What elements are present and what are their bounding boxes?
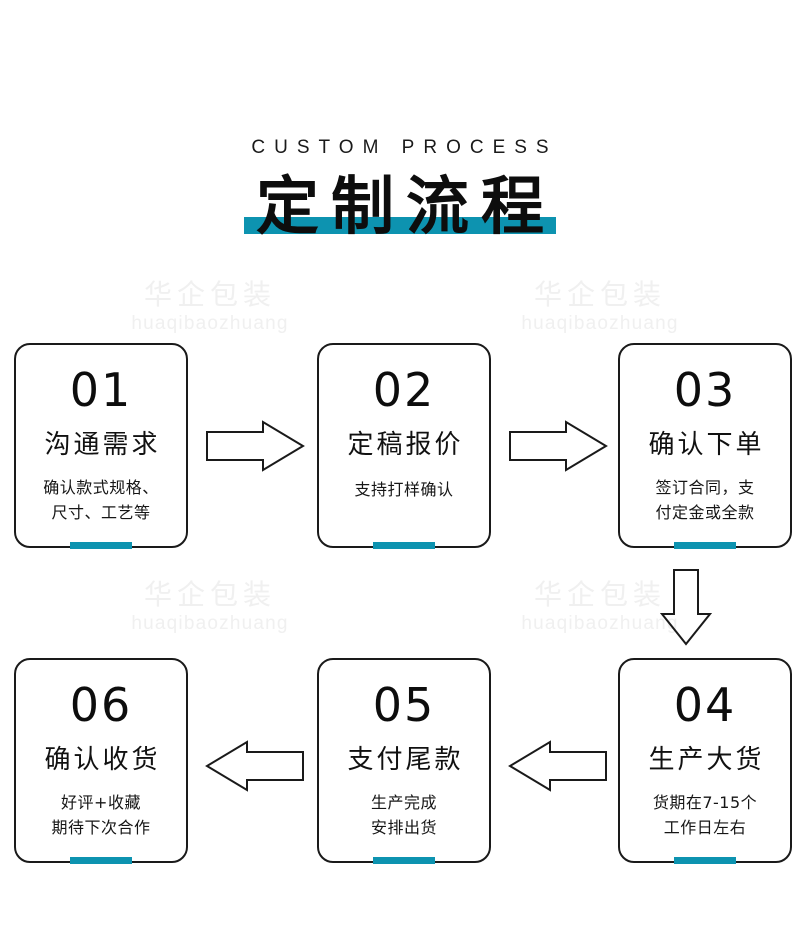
watermark: 华企包装 huaqibaozhuang bbox=[500, 278, 700, 335]
page-title: 定制流程 bbox=[244, 175, 556, 238]
arrow-left-icon bbox=[508, 740, 607, 792]
arrow-down-icon bbox=[660, 569, 712, 646]
watermark-en: huaqibaozhuang bbox=[131, 613, 289, 635]
card-accent-bar bbox=[70, 857, 132, 864]
watermark-cn: 华企包装 bbox=[533, 278, 666, 311]
step-number: 01 bbox=[69, 363, 133, 417]
watermark: 华企包装 huaqibaozhuang bbox=[110, 578, 310, 635]
step-description: 货期在7-15个 工作日左右 bbox=[652, 793, 758, 837]
step-number: 06 bbox=[69, 678, 133, 732]
header-eyebrow: CUSTOM PROCESS bbox=[251, 137, 558, 158]
step-title: 沟通需求 bbox=[44, 430, 161, 460]
arrow-right-icon bbox=[509, 420, 608, 472]
step-title: 确认收货 bbox=[44, 745, 161, 775]
process-step-card-05[interactable]: 05 支付尾款 生产完成 安排出货 bbox=[317, 658, 491, 864]
step-title: 确认下单 bbox=[648, 430, 765, 460]
page-title-text: 定制流程 bbox=[256, 170, 556, 243]
process-step-card-02[interactable]: 02 定稿报价 支持打样确认 bbox=[317, 343, 491, 549]
step-description: 生产完成 安排出货 bbox=[370, 793, 437, 837]
step-description: 支持打样确认 bbox=[354, 480, 454, 499]
process-step-card-04[interactable]: 04 生产大货 货期在7-15个 工作日左右 bbox=[618, 658, 792, 864]
card-accent-bar bbox=[373, 857, 435, 864]
step-title: 支付尾款 bbox=[347, 745, 464, 775]
step-title: 定稿报价 bbox=[347, 430, 464, 460]
watermark: 华企包装 huaqibaozhuang bbox=[110, 278, 310, 335]
process-step-card-01[interactable]: 01 沟通需求 确认款式规格、 尺寸、工艺等 bbox=[14, 343, 188, 549]
card-accent-bar bbox=[373, 542, 435, 549]
step-description: 确认款式规格、 尺寸、工艺等 bbox=[43, 478, 159, 522]
step-number: 05 bbox=[372, 678, 436, 732]
step-number: 02 bbox=[372, 363, 436, 417]
step-number: 03 bbox=[673, 363, 737, 417]
watermark-cn: 华企包装 bbox=[143, 278, 276, 311]
step-description: 好评+收藏 期待下次合作 bbox=[51, 793, 151, 837]
title-highlight-bar bbox=[244, 217, 556, 234]
watermark-en: huaqibaozhuang bbox=[521, 313, 679, 335]
card-accent-bar bbox=[674, 857, 736, 864]
watermark-cn: 华企包装 bbox=[143, 578, 276, 611]
step-description: 签订合同，支 付定金或全款 bbox=[655, 478, 755, 522]
process-step-card-06[interactable]: 06 确认收货 好评+收藏 期待下次合作 bbox=[14, 658, 188, 864]
step-title: 生产大货 bbox=[648, 745, 765, 775]
process-step-card-03[interactable]: 03 确认下单 签订合同，支 付定金或全款 bbox=[618, 343, 792, 549]
arrow-left-icon bbox=[205, 740, 304, 792]
page-header: CUSTOM PROCESS 定制流程 bbox=[0, 138, 800, 238]
arrow-right-icon bbox=[206, 420, 305, 472]
step-number: 04 bbox=[673, 678, 737, 732]
card-accent-bar bbox=[70, 542, 132, 549]
watermark-en: huaqibaozhuang bbox=[131, 313, 289, 335]
card-accent-bar bbox=[674, 542, 736, 549]
